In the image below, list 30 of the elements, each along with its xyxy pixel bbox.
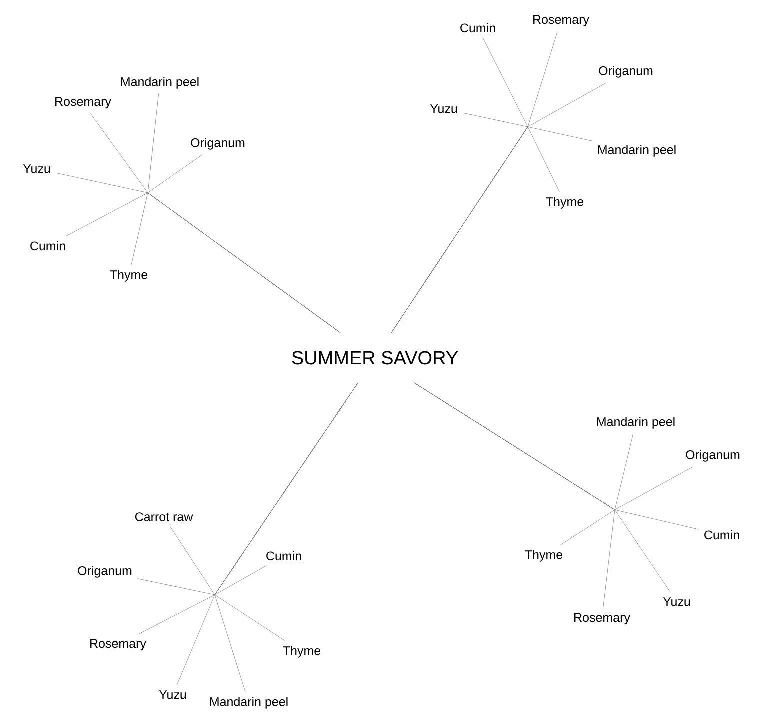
leaf-label: Cumin	[704, 530, 740, 540]
leaf-label: Thyme	[525, 550, 563, 562]
leaf-label: Origanum	[686, 450, 740, 462]
leaf-label: Rosemary	[56, 97, 112, 109]
leaf-label: Mandarin peel	[210, 697, 288, 709]
leaf-label: Mandarin peel	[597, 417, 675, 429]
branch-line	[414, 383, 616, 608]
leaf-label: Carrot raw	[135, 512, 194, 522]
leaf-label: Cumin	[30, 241, 66, 251]
leaf-label: Thyme	[546, 197, 584, 209]
center-title: SUMMER SAVORY	[292, 351, 458, 365]
leaf-label: Rosemary	[534, 15, 590, 27]
leaf-label: Origanum	[599, 66, 653, 78]
leaf-label: Origanum	[78, 566, 132, 578]
leaf-label: Cumin	[460, 23, 496, 33]
leaf-label: Thyme	[283, 646, 321, 658]
branch-line	[391, 126, 560, 333]
leaf-label: Thyme	[110, 270, 148, 282]
leaf-label: Rosemary	[574, 613, 630, 625]
leaf-label: Yuzu	[23, 164, 50, 174]
branch-line	[214, 383, 358, 692]
leaf-label: Yuzu	[430, 104, 458, 114]
branch-line	[131, 192, 341, 333]
leaf-label: Cumin	[266, 551, 302, 561]
leaf-label: Origanum	[191, 138, 245, 150]
leaf-label: Yuzu	[663, 598, 690, 606]
leaf-label: Mandarin peel	[121, 77, 199, 89]
leaf-label: Rosemary	[90, 639, 146, 651]
leaf-label: Mandarin peel	[598, 145, 676, 157]
leaf-label: Yuzu	[159, 690, 186, 700]
